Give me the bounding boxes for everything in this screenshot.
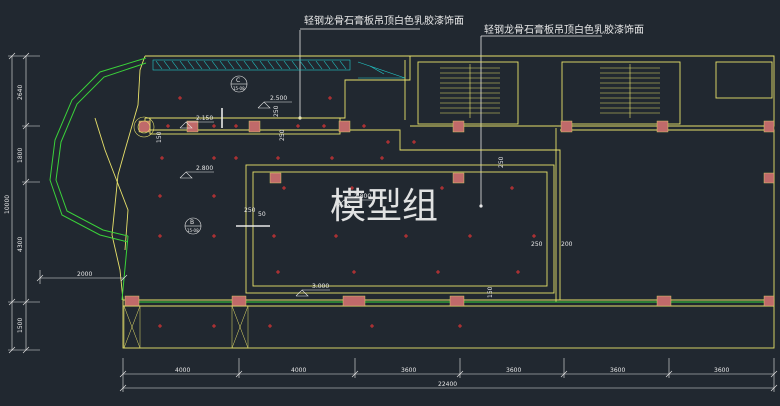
light-fixture bbox=[296, 124, 300, 128]
light-fixture bbox=[268, 324, 272, 328]
dim-250-c: 250 bbox=[244, 207, 256, 214]
light-fixture bbox=[212, 156, 216, 160]
dim-150: 150 bbox=[156, 131, 163, 143]
dim-bottom-2: 4000 bbox=[291, 367, 306, 374]
section-c-sheet: 15-08 bbox=[233, 86, 245, 91]
dim-left-4: 1500 bbox=[17, 318, 24, 333]
light-fixture bbox=[440, 186, 444, 190]
dim-bottom-6: 3600 bbox=[714, 367, 729, 374]
leader-dot-right bbox=[479, 204, 483, 208]
dim-200: 200 bbox=[561, 241, 573, 248]
dim-left-horizontal: 2000 bbox=[77, 271, 92, 278]
light-fixture bbox=[158, 324, 162, 328]
light-fixture bbox=[468, 234, 472, 238]
light-fixture bbox=[158, 194, 162, 198]
light-fixture bbox=[178, 96, 182, 100]
section-mark-c bbox=[221, 75, 248, 128]
bottom-dimension-lines bbox=[119, 358, 778, 392]
small-room bbox=[715, 61, 773, 99]
light-fixture bbox=[412, 140, 416, 144]
light-fixture bbox=[404, 234, 408, 238]
light-fixture bbox=[158, 234, 162, 238]
light-fixture bbox=[516, 270, 520, 274]
section-c-letter: C bbox=[236, 77, 240, 84]
dim-bottom-3: 3600 bbox=[401, 367, 416, 374]
dim-left-1: 2640 bbox=[17, 85, 24, 100]
light-fixture bbox=[276, 270, 280, 274]
stair-room-1 bbox=[417, 61, 519, 125]
stair-room-2 bbox=[561, 61, 681, 125]
dim-left-3: 4300 bbox=[17, 237, 24, 252]
light-fixtures bbox=[158, 96, 536, 328]
dim-250-b: 250 bbox=[279, 129, 286, 141]
section-b-sheet: 15-08 bbox=[187, 228, 199, 233]
light-fixture bbox=[458, 324, 462, 328]
light-fixture bbox=[212, 324, 216, 328]
dim-bottom-total: 22400 bbox=[438, 381, 457, 388]
top-ceiling-note: 轻钢龙骨石膏板吊顶白色乳胶漆饰面 bbox=[304, 14, 464, 27]
level-bottom: 3.000 bbox=[312, 283, 329, 290]
level-center-room: 2.800 bbox=[354, 193, 371, 200]
light-fixture bbox=[272, 234, 276, 238]
wall-upper-right bbox=[410, 55, 775, 127]
watermark: 模型组 bbox=[330, 186, 438, 227]
center-room-outer bbox=[245, 164, 555, 294]
light-fixture bbox=[386, 140, 390, 144]
right-ceiling-note: 轻钢龙骨石膏板吊顶白色乳胶漆饰面 bbox=[484, 23, 644, 36]
level-left-hall: 2.800 bbox=[196, 165, 213, 172]
bottom-columns bbox=[123, 305, 249, 349]
light-fixture bbox=[370, 324, 374, 328]
round-column bbox=[133, 116, 155, 138]
dim-bottom-1: 4000 bbox=[175, 367, 190, 374]
light-fixture bbox=[532, 234, 536, 238]
left-dimension-lines bbox=[8, 52, 128, 354]
dim-left-2: 1800 bbox=[17, 148, 24, 163]
light-fixture bbox=[322, 124, 326, 128]
light-fixture bbox=[212, 194, 216, 198]
light-fixture bbox=[212, 124, 216, 128]
level-upper-center: 2.500 bbox=[270, 95, 287, 102]
columns bbox=[124, 120, 775, 307]
bottom-strip bbox=[122, 299, 775, 349]
annotation-leaders bbox=[298, 28, 602, 208]
dim-250-d: 250 bbox=[531, 241, 543, 248]
dim-bottom-5: 3600 bbox=[610, 367, 625, 374]
light-fixture bbox=[330, 156, 334, 160]
dim-left-total: 10000 bbox=[4, 195, 11, 214]
section-b-letter: B bbox=[190, 219, 194, 226]
dim-250-a: 250 bbox=[273, 105, 280, 117]
balcony-railing bbox=[49, 57, 774, 303]
dim-150-b: 150 bbox=[487, 286, 494, 298]
light-fixture bbox=[510, 186, 514, 190]
center-room-inner bbox=[252, 171, 548, 287]
dim-50: 50 bbox=[258, 211, 266, 218]
light-fixture bbox=[160, 156, 164, 160]
light-fixture bbox=[212, 234, 216, 238]
light-fixture bbox=[380, 156, 384, 160]
light-fixture bbox=[436, 270, 440, 274]
level-markers bbox=[179, 101, 372, 297]
dim-bottom-4: 3600 bbox=[506, 367, 521, 374]
light-fixture bbox=[276, 156, 280, 160]
curved-wall bbox=[111, 55, 146, 301]
light-fixture bbox=[362, 124, 366, 128]
section-mark-b bbox=[184, 217, 270, 235]
light-fixture bbox=[350, 186, 354, 190]
dim-250-e: 250 bbox=[498, 156, 505, 168]
light-fixture bbox=[328, 96, 332, 100]
stairs bbox=[440, 64, 660, 118]
glazing-hatch bbox=[152, 59, 406, 79]
light-fixture bbox=[166, 124, 170, 128]
corridor bbox=[149, 117, 341, 135]
light-fixture bbox=[234, 156, 238, 160]
light-fixture bbox=[282, 186, 286, 190]
light-fixture bbox=[352, 270, 356, 274]
light-fixture bbox=[234, 124, 238, 128]
light-fixture bbox=[334, 234, 338, 238]
level-corridor: 2.150 bbox=[196, 115, 213, 122]
